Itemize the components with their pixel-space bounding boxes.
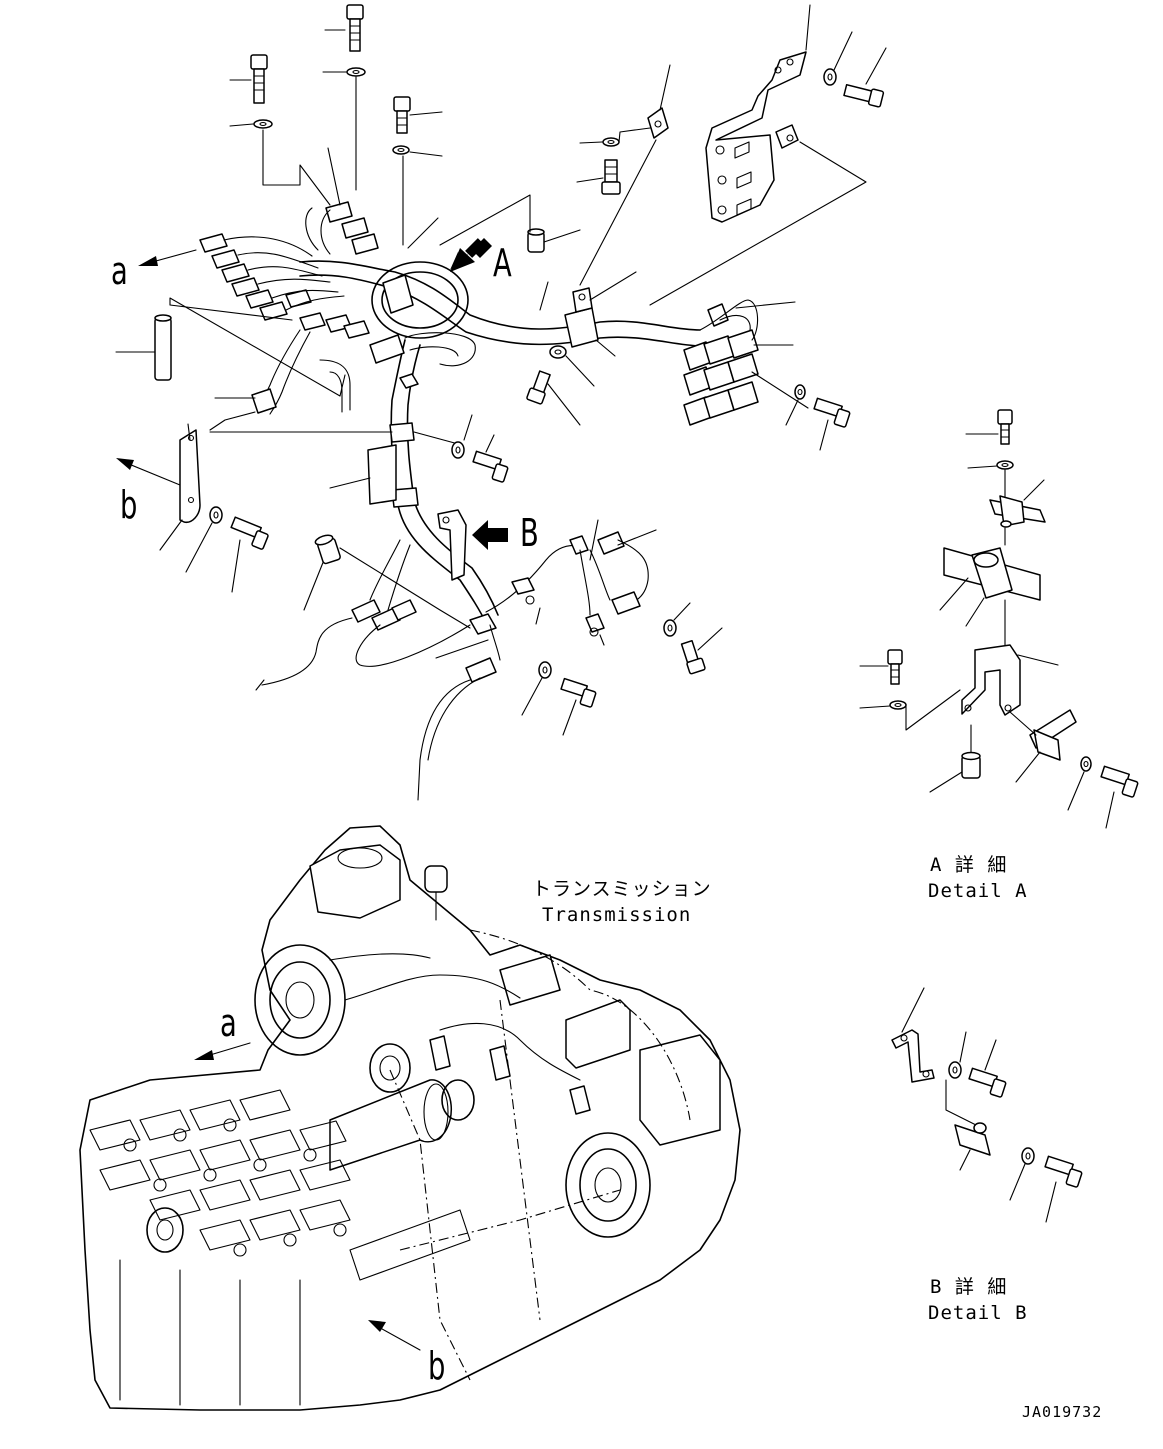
view-label-a: A — [493, 241, 512, 285]
washer — [229, 119, 331, 206]
ref-label-a-bottom: a — [220, 1001, 237, 1045]
fastener-set — [451, 414, 509, 483]
detail-b-label-jp: B 詳 細 — [930, 1276, 1008, 1298]
view-a-arrow — [450, 238, 492, 272]
harness-main-trunk — [299, 260, 701, 626]
detail-b-drawing — [891, 987, 1083, 1223]
ref-label-a-top: a — [111, 249, 128, 293]
pin — [115, 314, 172, 381]
fastener-set — [521, 602, 723, 736]
transmission-drawing — [79, 825, 741, 1411]
drawing-code: JA019732 — [1022, 1403, 1103, 1421]
washer — [579, 127, 651, 147]
connector-cluster-right — [683, 299, 851, 451]
spacer — [439, 194, 581, 253]
bolt — [229, 54, 268, 104]
cable-clamp — [526, 271, 637, 426]
ref-label-b-top: b — [120, 483, 138, 527]
leader-lines-left — [169, 147, 463, 489]
bolt — [393, 96, 443, 134]
bracket-b — [159, 423, 269, 593]
connector-bracket — [649, 4, 867, 306]
harness-lower-branches — [255, 519, 657, 801]
transmission-label-jp: トランスミッション — [532, 878, 712, 900]
detail-a-drawing — [859, 409, 1139, 829]
bolt — [324, 4, 364, 52]
view-b-arrow — [472, 520, 508, 550]
top-fasteners — [229, 4, 671, 286]
washer — [823, 31, 853, 86]
ref-label-b-bottom: b — [428, 1344, 446, 1388]
washer — [322, 67, 366, 191]
detail-a-label-jp: A 詳 細 — [930, 854, 1008, 876]
ref-b-arrow — [116, 458, 181, 486]
clip — [579, 64, 671, 286]
bolt — [843, 47, 887, 108]
washer — [392, 145, 443, 246]
view-label-b: B — [520, 511, 539, 555]
bracket-view-b — [437, 509, 467, 581]
transmission-label-en: Transmission — [542, 904, 692, 926]
spacer — [314, 534, 341, 565]
bolt — [576, 159, 621, 195]
detail-b-label-en: Detail B — [928, 1302, 1028, 1324]
connector-cluster-left — [199, 201, 476, 431]
ref-a-arrow — [138, 249, 197, 266]
detail-a-label-en: Detail A — [928, 880, 1028, 902]
